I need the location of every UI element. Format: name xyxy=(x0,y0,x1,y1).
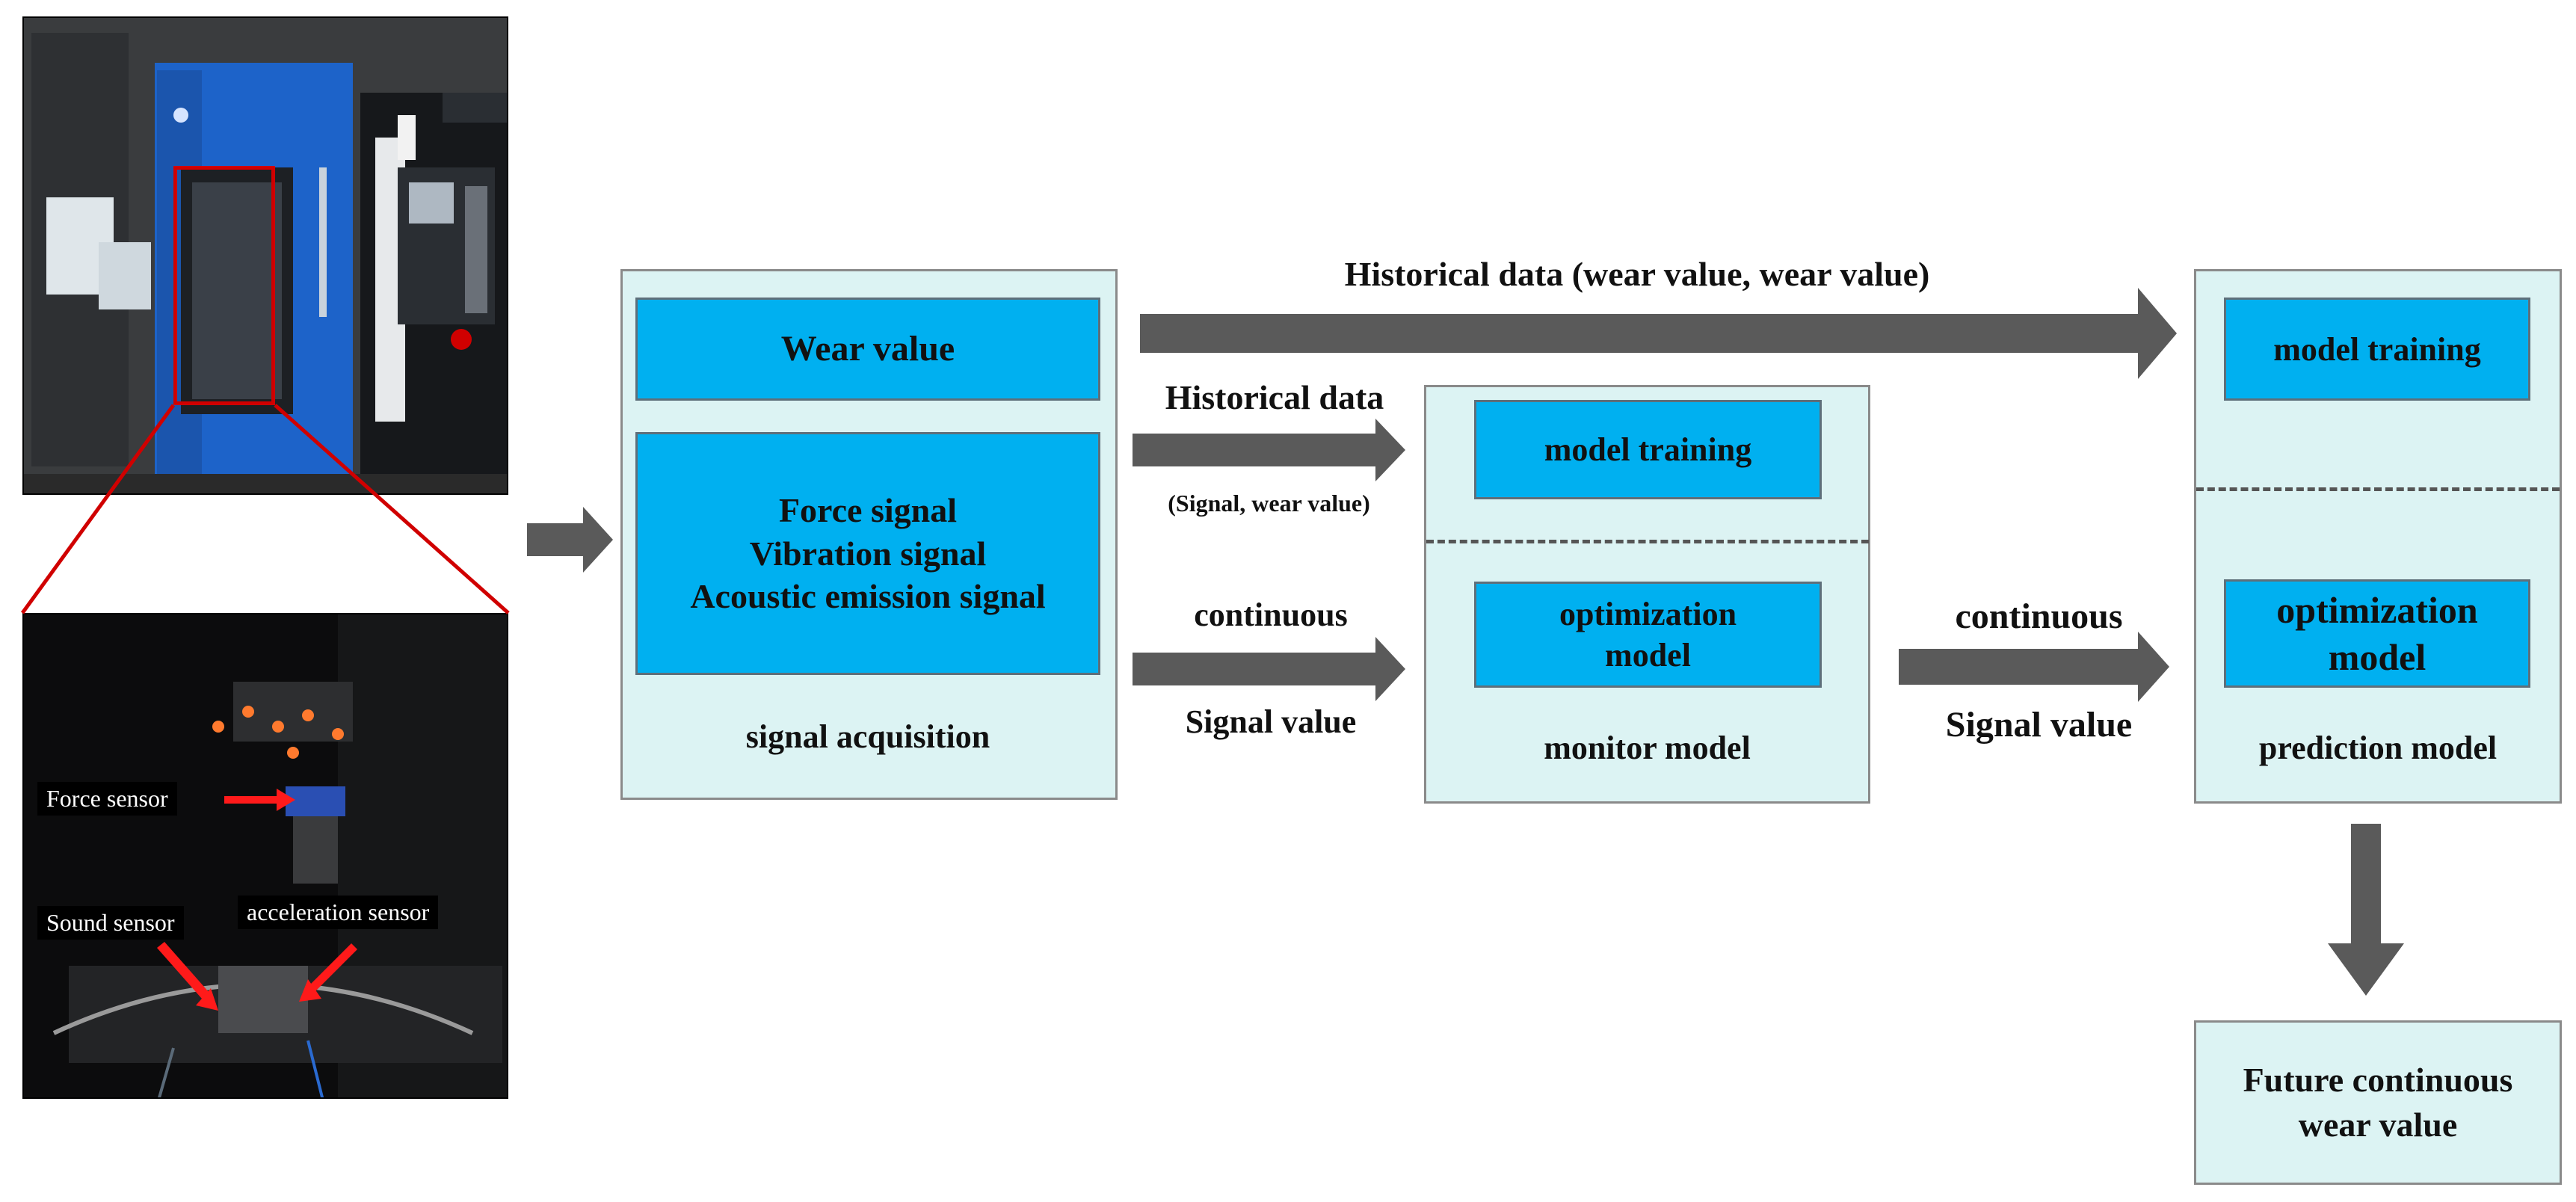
historical-mid-sublabel: (Signal, wear value) xyxy=(1168,490,1370,517)
arrow-photo-to-acquisition xyxy=(527,507,613,573)
signal-acquisition-caption: signal acquisition xyxy=(745,718,990,755)
signal-value-label-2: Signal value xyxy=(1945,705,2133,745)
signals-box: Force signal Vibration signal Acoustic e… xyxy=(635,432,1100,675)
monitor-model-training-box: model training xyxy=(1474,400,1822,499)
highlight-box xyxy=(173,166,275,405)
monitor-model-caption: monitor model xyxy=(1544,730,1751,766)
machine-photo xyxy=(22,16,508,495)
arrow-continuous-2 xyxy=(1899,632,2169,702)
sound-sensor-arrow xyxy=(157,942,218,1011)
arrow-historical-mid xyxy=(1133,419,1405,481)
prediction-divider xyxy=(2196,487,2560,491)
continuous-label-2: continuous xyxy=(1955,597,2123,636)
sensor-photo xyxy=(22,613,508,1099)
continuous-label-1: continuous xyxy=(1194,597,1348,633)
arrow-prediction-to-output xyxy=(2328,824,2404,996)
acceleration-sensor-arrow xyxy=(299,943,357,1002)
prediction-model-training-box: model training xyxy=(2224,298,2530,401)
arrow-continuous-1 xyxy=(1133,637,1405,701)
future-wear-text: Future continuous wear value xyxy=(2243,1061,2513,1144)
acceleration-sensor-label: acceleration sensor xyxy=(238,896,439,929)
zoom-line-left xyxy=(20,404,176,614)
arrow-historical-top xyxy=(1140,288,2177,379)
machine-photo-drawing xyxy=(24,18,507,493)
prediction-optimization-box: optimization model xyxy=(2224,579,2530,688)
prediction-model-caption: prediction model xyxy=(2258,730,2498,766)
historical-mid-label: Historical data xyxy=(1165,378,1384,416)
historical-top-label: Historical data (wear value, wear value) xyxy=(1344,255,1930,293)
wear-value-box: Wear value xyxy=(635,298,1100,401)
monitor-optimization-box: optimization model xyxy=(1474,582,1822,688)
force-sensor-label: Force sensor xyxy=(37,782,177,816)
sensor-photo-drawing xyxy=(24,614,507,1097)
sound-sensor-label: Sound sensor xyxy=(37,906,184,940)
monitor-divider xyxy=(1426,540,1869,543)
future-wear-box: Future continuous wear value xyxy=(2194,1020,2562,1185)
force-sensor-arrow xyxy=(224,789,295,811)
zoom-line-right xyxy=(274,404,510,614)
signal-value-label-1: Signal value xyxy=(1185,703,1357,740)
